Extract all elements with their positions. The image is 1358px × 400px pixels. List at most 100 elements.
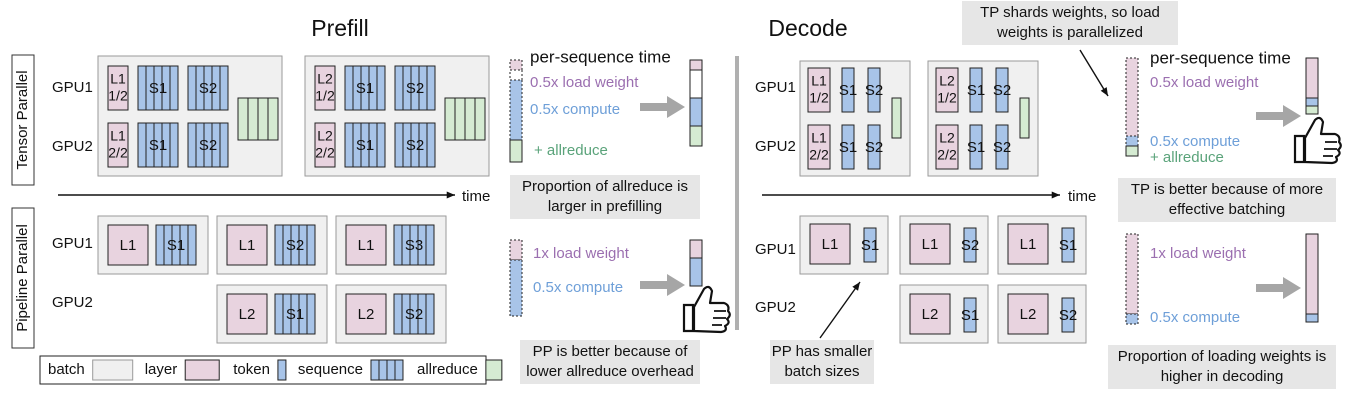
legend-swatch-batch: [92, 359, 134, 381]
token-sequence: S1: [967, 67, 985, 113]
decode-tp-load-label: 0.5x load weight: [1150, 74, 1259, 91]
allreduce-block: [444, 97, 486, 141]
sequence-block: S2: [393, 293, 435, 335]
layer-label: L2: [1020, 306, 1037, 323]
sequence-bg: [394, 65, 436, 111]
note-line: batch sizes: [784, 363, 859, 380]
gpu1-label: GPU1: [52, 79, 93, 96]
note-bg: [510, 175, 700, 219]
layer-label: L2: [939, 130, 955, 146]
layer-block: [909, 293, 951, 335]
bar-segment: [509, 259, 523, 317]
token-sequence: S2: [961, 227, 979, 263]
layer-shard-label: 1/2: [315, 88, 335, 104]
thumb-cuff: [682, 303, 695, 333]
note-line: PP is better because of: [533, 343, 689, 360]
thumb-hand: [1303, 116, 1342, 165]
sequence-label: S2: [286, 237, 304, 254]
sequence-label: S2: [199, 137, 217, 154]
sequence-label: S1: [286, 306, 304, 323]
sequence-block: S1: [155, 224, 197, 266]
prefill-tp-time-title: per-sequence time: [530, 47, 671, 66]
bar-segment: [1125, 57, 1139, 137]
note-line: TP is better because of more: [1131, 181, 1323, 198]
decode-tp-bar-before: [1125, 57, 1139, 157]
decode-time-label: time: [1068, 188, 1096, 205]
sequence-bg: [187, 65, 229, 111]
sequence-label: S1: [839, 82, 857, 99]
layer-shard-label: 1/2: [809, 90, 829, 106]
layer-block: [807, 124, 831, 170]
sequence-bg: [394, 122, 436, 168]
legend-label-layer: layer: [145, 361, 178, 378]
sequence-block: S2: [394, 122, 436, 168]
sequence-bg: [155, 224, 197, 266]
note-line: weights is parallelized: [996, 24, 1143, 41]
note-bg: [1108, 345, 1336, 389]
layer-block: [909, 223, 951, 265]
side-label-frame: [11, 54, 35, 186]
token-sequence: S1: [961, 297, 979, 333]
bar-segment: [1125, 233, 1139, 315]
decode-gpu1-label: GPU1: [755, 79, 796, 96]
token: [841, 67, 855, 113]
prefill-time-axis-head: [446, 191, 455, 199]
sequence-label: S2: [406, 137, 424, 154]
sequence-label: S2: [405, 306, 423, 323]
layer-shard-label: 1/2: [937, 90, 957, 106]
layer-block: [107, 122, 129, 168]
sequence-bg: [274, 224, 316, 266]
token: [995, 67, 1009, 113]
layer-shard-label: 1/2: [108, 88, 128, 104]
prefill-pp-arrow: [640, 274, 685, 296]
sequence-label: S2: [199, 80, 217, 97]
layer-block: [1007, 223, 1049, 265]
sequence-label: S3: [405, 237, 423, 254]
decode-pp-callout-arrow: [819, 281, 861, 339]
decode-pp-bar-after: [1305, 233, 1319, 323]
sequence-bg: [344, 65, 386, 111]
bar-segment: [509, 79, 523, 141]
sequence-bg: [137, 65, 179, 111]
layer-block: [107, 65, 129, 111]
note-line: lower allreduce overhead: [526, 363, 694, 380]
side-label-frame: [11, 207, 35, 349]
decode-pp-gpu2-label: GPU2: [755, 299, 796, 316]
allreduce-block: [1019, 97, 1030, 139]
layer-block: [314, 65, 336, 111]
layer-label: L1: [922, 236, 939, 253]
sequence-block: S1: [137, 65, 179, 111]
decode-tp-compute-label: 0.5x compute: [1150, 133, 1240, 150]
legend-label-batch: batch: [48, 361, 85, 378]
sequence-block: S1: [344, 122, 386, 168]
note-line: TP shards weights, so load: [980, 4, 1160, 21]
sequence-label: S2: [865, 139, 883, 156]
bar-segment: [509, 69, 523, 81]
layer-block: [807, 67, 831, 113]
sequence-bg: [187, 122, 229, 168]
legend-label-allreduce: allreduce: [417, 361, 478, 378]
token: [867, 124, 881, 170]
bar-segment: [689, 59, 703, 71]
prefill-pp-bar-before: [509, 239, 523, 317]
sequence-block: S2: [274, 224, 316, 266]
bar-segment: [1125, 313, 1139, 325]
token-sequence: S2: [865, 124, 883, 170]
bar-segment: [1305, 313, 1319, 323]
layer-label: L1: [811, 73, 827, 89]
bar-segment: [509, 59, 523, 71]
decode-tp-callout-arrow-head: [1100, 87, 1108, 96]
sequence-bg: [393, 224, 435, 266]
token: [1061, 297, 1075, 333]
layer-block: [935, 67, 959, 113]
layer-label: L2: [358, 306, 375, 323]
prefill-pp-load-label: 1x load weight: [533, 245, 630, 262]
bar-segment: [1305, 97, 1319, 107]
bar-segment: [689, 257, 703, 287]
layer-shard-label: 2/2: [809, 147, 829, 163]
token-sequence: S2: [993, 124, 1011, 170]
token: [969, 67, 983, 113]
prefill-pp-compute-label: 0.5x compute: [533, 279, 623, 296]
